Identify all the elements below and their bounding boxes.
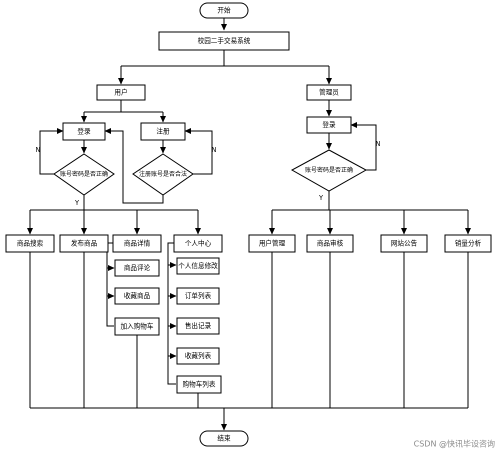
check-register-decision (132, 153, 194, 196)
admin-check-decision (290, 149, 368, 192)
label-admin-y: Y (318, 194, 324, 202)
label-register-n: N (212, 146, 217, 154)
sales-analysis-node (444, 234, 492, 253)
label-login-n: N (36, 146, 41, 154)
product-review-label: 商品审核 (317, 239, 344, 248)
register-label: 注册 (156, 127, 170, 136)
user-label: 用户 (114, 88, 127, 97)
site-notice-node (380, 234, 428, 253)
check-account-label: 账号密码是否正确 (60, 170, 108, 178)
user-management-label: 用户管理 (259, 239, 286, 248)
check-account-decision (53, 153, 115, 196)
label-login-y: Y (74, 199, 80, 207)
edge-register-n-loop (184, 128, 213, 175)
site-notice-label: 网站公告 (391, 239, 418, 248)
order-list-label: 订单列表 (185, 291, 212, 300)
watermark-text: CSDN @快讯毕设咨询 (414, 439, 495, 449)
product-detail-node (112, 234, 162, 253)
login-node (62, 122, 106, 141)
end-terminal (199, 430, 249, 447)
product-comment-label: 商品评论 (124, 263, 151, 272)
label-admin-n: N (376, 140, 381, 148)
cart-list-label: 购物车列表 (183, 380, 216, 389)
favorite-product-label: 收藏商品 (124, 291, 151, 300)
product-search-node (5, 234, 55, 253)
edge-detail-chain (106, 242, 114, 327)
user-node (96, 84, 146, 101)
start-terminal (199, 2, 249, 19)
register-node (140, 122, 186, 141)
check-register-label: 注册账号是否合法 (139, 170, 187, 178)
add-to-cart-node (114, 317, 160, 336)
admin-login-label: 登录 (322, 120, 336, 129)
admin-node (306, 84, 352, 101)
edge-login-n-loop (39, 128, 64, 175)
start-label: 开始 (217, 6, 231, 15)
edit-info-label: 个人信息修改 (178, 261, 218, 270)
favorites-list-node (176, 347, 220, 365)
sales-analysis-label: 销量分析 (455, 239, 482, 248)
admin-login-node (306, 116, 352, 134)
user-management-node (248, 234, 296, 253)
system-node (158, 31, 290, 51)
login-label: 登录 (77, 127, 91, 136)
edges (27, 18, 471, 431)
order-list-node (176, 287, 220, 305)
edge-admin-n-loop (350, 122, 377, 171)
personal-center-label: 个人中心 (185, 239, 212, 248)
add-to-cart-label: 加入购物车 (121, 322, 154, 331)
edit-info-node (176, 257, 220, 275)
favorite-product-node (114, 287, 160, 305)
cart-list-node (176, 375, 222, 394)
admin-label: 管理员 (319, 88, 339, 97)
admin-check-label: 账号密码是否正确 (305, 166, 353, 174)
product-detail-label: 商品详情 (124, 239, 151, 248)
product-comment-node (114, 259, 160, 277)
publish-product-node (59, 234, 109, 253)
product-search-label: 商品搜索 (17, 239, 44, 248)
product-review-node (306, 234, 354, 253)
system-label: 校园二手交易系统 (198, 36, 251, 45)
sales-record-label: 售出记录 (185, 321, 212, 330)
sales-record-node (176, 317, 220, 335)
edge-center-chain (167, 242, 176, 385)
publish-product-label: 发布商品 (71, 239, 98, 248)
end-label: 结束 (217, 434, 231, 443)
edge-register-yes-login (104, 128, 164, 204)
personal-center-node (173, 234, 223, 253)
favorites-list-label: 收藏列表 (185, 351, 212, 360)
